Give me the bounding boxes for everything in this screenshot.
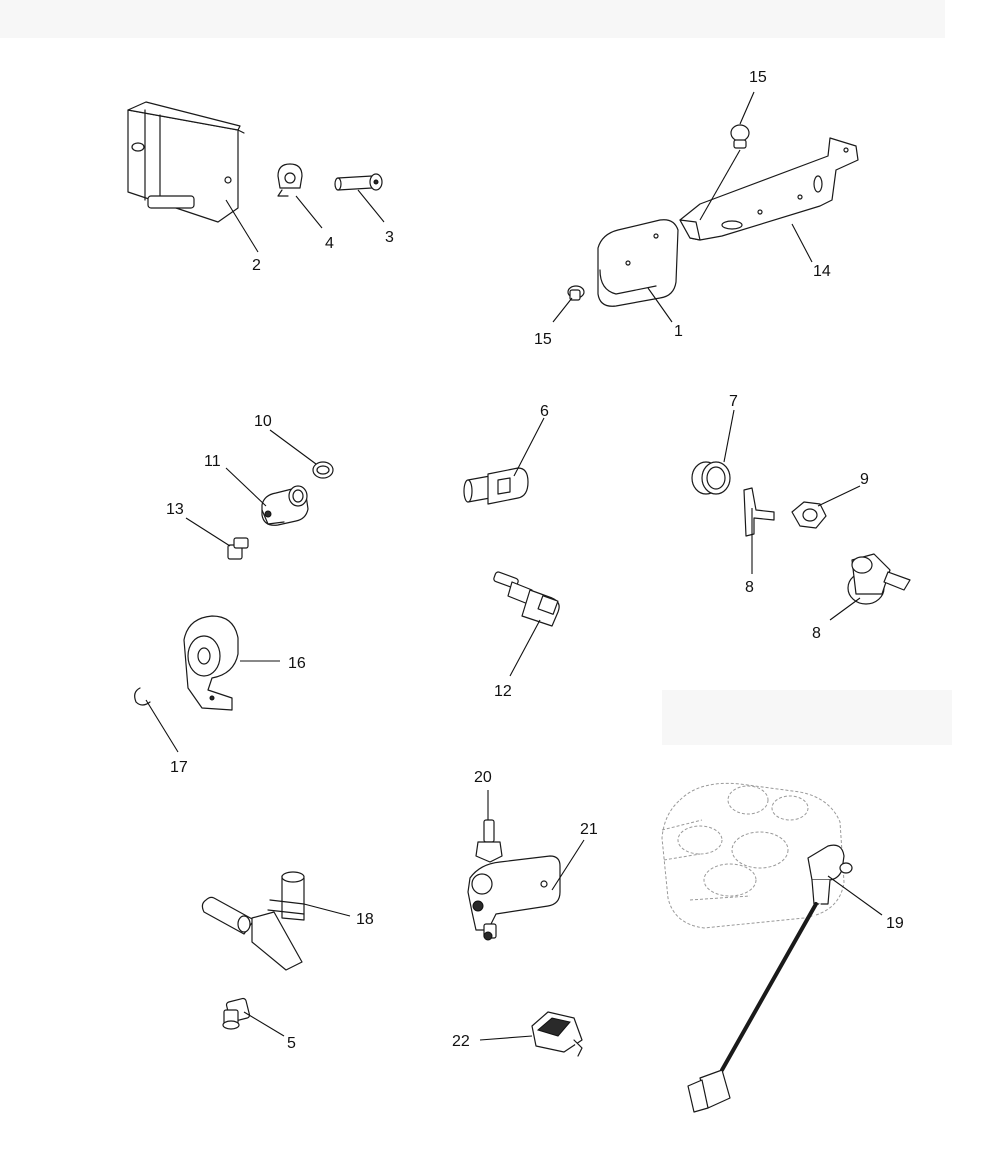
part-19-engine-ghost — [661, 782, 845, 929]
callout-7: 7 — [729, 393, 738, 410]
part-11-sensor — [261, 485, 309, 526]
part-19-harness-sensor — [687, 844, 853, 1113]
side-panel — [662, 690, 952, 745]
callout-8-tab: 8 — [745, 579, 754, 596]
callout-9: 9 — [860, 471, 869, 488]
top-panel — [0, 0, 945, 38]
leader-lines — [145, 91, 883, 1041]
part-14-bracket — [679, 137, 859, 241]
part-3-pin — [334, 173, 383, 191]
callout-15-lower: 15 — [534, 331, 552, 348]
callout-numbers: 2 4 3 15 14 15 1 10 11 13 6 7 9 8 8 16 1… — [166, 69, 904, 1052]
callout-21: 21 — [580, 821, 598, 838]
callout-12: 12 — [494, 683, 512, 700]
part-12-sender — [493, 571, 560, 627]
callout-20: 20 — [474, 769, 492, 786]
part-16-knock-sensor — [183, 615, 239, 711]
part-6-plug — [463, 467, 529, 505]
callout-14: 14 — [813, 263, 831, 280]
part-5-dowel — [222, 997, 251, 1030]
callout-19: 19 — [886, 915, 904, 932]
callout-16: 16 — [288, 655, 306, 672]
part-22-relay — [531, 1011, 583, 1057]
part-2-module-box — [127, 101, 245, 223]
part-13-bolt — [227, 537, 249, 560]
part-15-bolt-top — [730, 124, 750, 149]
part-8-tab — [743, 487, 775, 537]
callout-2: 2 — [252, 257, 261, 274]
callout-6: 6 — [540, 403, 549, 420]
callout-17: 17 — [170, 759, 188, 776]
part-10-washer — [312, 461, 334, 479]
callout-18: 18 — [356, 911, 374, 928]
part-9-nut — [791, 501, 827, 529]
part-1-cover — [597, 219, 679, 307]
callout-3: 3 — [385, 229, 394, 246]
callout-10: 10 — [254, 413, 272, 430]
callout-8-switch: 8 — [812, 625, 821, 642]
callout-4: 4 — [325, 235, 334, 252]
callout-5: 5 — [287, 1035, 296, 1052]
part-15-screw-lower — [567, 285, 585, 301]
part-4-clip — [277, 163, 303, 197]
callout-15-top: 15 — [749, 69, 767, 86]
callout-22: 22 — [452, 1033, 470, 1050]
callout-11: 11 — [204, 453, 221, 470]
part-7-cap — [691, 461, 731, 495]
callout-13: 13 — [166, 501, 184, 518]
part-18-cam-sensor — [201, 871, 305, 971]
part-20-bolt — [475, 819, 503, 863]
part-21-map-sensor — [467, 855, 561, 941]
part-8-switch — [847, 553, 911, 605]
callout-1: 1 — [674, 323, 683, 340]
